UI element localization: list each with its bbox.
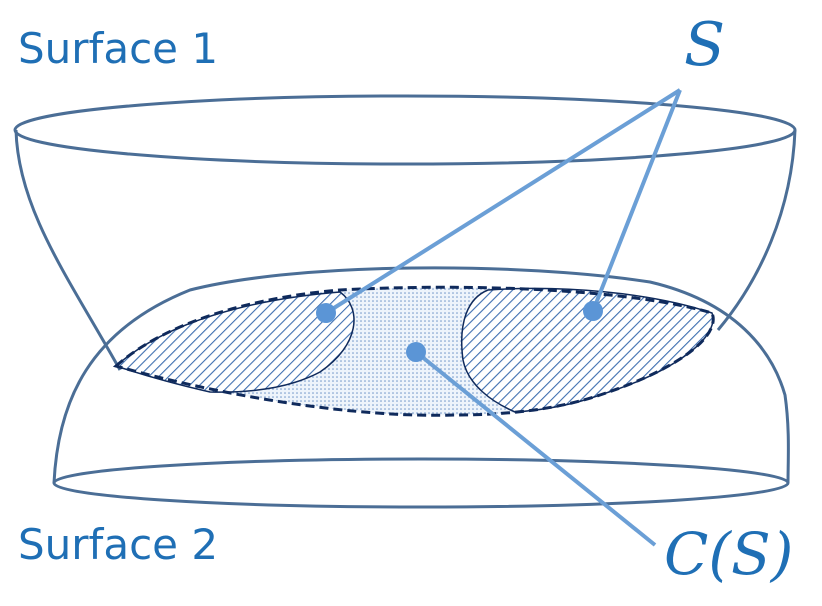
marker-dots [316, 301, 603, 362]
marker-cs [406, 342, 426, 362]
set-s-left-region [114, 291, 355, 393]
pointer-s-right [591, 89, 682, 312]
surface-1-label: Surface 1 [18, 24, 219, 73]
surface-1-shape [13, 94, 797, 371]
pointer-cs [414, 350, 657, 547]
pointer-lines [324, 88, 682, 547]
marker-s-left [316, 303, 336, 323]
pointer-s-left [324, 88, 682, 315]
surface-2-label: Surface 2 [18, 520, 219, 569]
set-s-label: S [684, 10, 726, 80]
contact-set-label: C(S) [664, 520, 794, 588]
marker-s-right [583, 301, 603, 321]
contact-region-outline [112, 285, 715, 417]
